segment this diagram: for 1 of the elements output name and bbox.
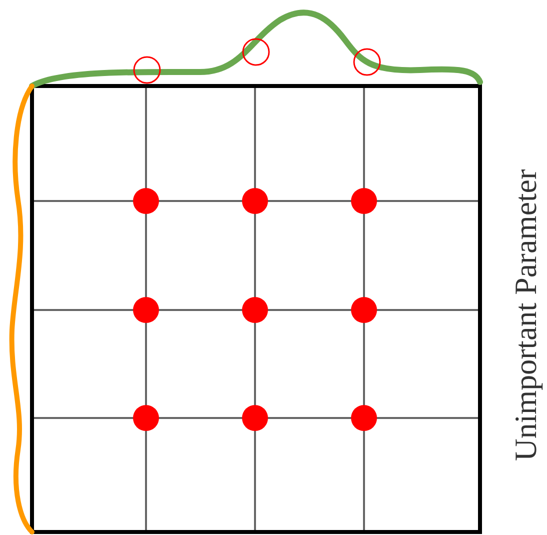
axis-label: Unimportant Parameter	[508, 168, 544, 463]
